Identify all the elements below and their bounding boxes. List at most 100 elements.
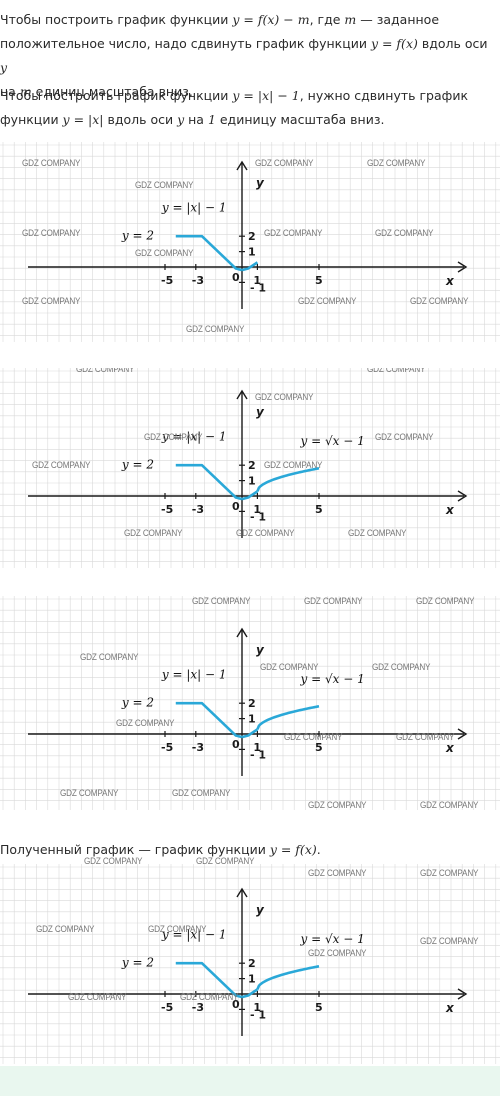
watermark: GDZ COMPANY <box>22 296 81 307</box>
x-tick-label: -3 <box>192 741 204 754</box>
x-axis-label: x <box>445 1001 455 1015</box>
watermark: GDZ COMPANY <box>22 228 81 239</box>
text-run: положительное число, надо сдвинуть графи… <box>0 36 371 51</box>
graph-abs-right <box>241 490 259 501</box>
label-abs: y = |x| − 1 <box>161 668 227 682</box>
watermark: GDZ COMPANY <box>135 180 194 191</box>
text-run: Чтобы построить график функции <box>0 12 233 27</box>
graph-sqrt <box>256 467 320 492</box>
label-sqrt: y = √x − 1 <box>300 672 365 686</box>
text-run: , нужно сдвинуть график <box>299 88 469 103</box>
watermark: GDZ COMPANY <box>420 800 479 810</box>
watermark: GDZ COMPANY <box>124 528 183 539</box>
text-run: вдоль оси <box>103 112 178 127</box>
graph-abs-right <box>241 728 259 739</box>
y-tick-label: - 1 <box>250 281 266 294</box>
x-axis-label: x <box>445 503 455 517</box>
function-graphs: y = √x − 1y = 2y = |x| − 1 <box>121 668 365 739</box>
watermark: GDZ COMPANY <box>148 924 207 935</box>
watermark: GDZ COMPANY <box>22 158 81 169</box>
text-run: функции <box>0 112 63 127</box>
y-tick-label: 1 <box>248 475 256 488</box>
label-sqrt: y = √x − 1 <box>300 434 365 448</box>
watermark: GDZ COMPANY <box>84 856 143 867</box>
x-tick-label: 1 <box>253 274 261 287</box>
math-variable: y <box>0 60 8 75</box>
label-abs: y = |x| − 1 <box>161 201 227 215</box>
watermark: GDZ COMPANY <box>348 528 407 539</box>
graph-const-and-abs <box>175 234 243 272</box>
x-tick-label: 1 <box>253 1001 261 1014</box>
watermark: GDZ COMPANY <box>375 228 434 239</box>
watermark: GDZ COMPANY <box>410 296 469 307</box>
watermark: GDZ COMPANY <box>308 800 367 810</box>
text-run: Чтобы построить график функции <box>0 88 233 103</box>
watermark: GDZ COMPANY <box>375 432 434 443</box>
bottom-strip <box>0 1066 500 1096</box>
origin-label: 0 <box>232 271 240 284</box>
x-tick-label: -5 <box>161 1001 173 1014</box>
watermark: GDZ COMPANY <box>135 248 194 259</box>
grid-lines <box>0 368 500 568</box>
y-tick-label: 2 <box>248 957 256 970</box>
label-sqrt: y = √x − 1 <box>300 932 365 946</box>
x-axis-label: x <box>445 274 455 288</box>
y-axis-label: y <box>256 903 265 917</box>
watermark: GDZ COMPANY <box>76 368 135 375</box>
watermark: GDZ COMPANY <box>255 158 314 169</box>
label-abs: y = |x| − 1 <box>161 928 227 942</box>
x-tick-label: 5 <box>315 741 323 754</box>
watermark: GDZ COMPANY <box>236 528 295 539</box>
graph-const-and-abs <box>175 701 243 739</box>
math-number: 1 <box>207 112 216 127</box>
x-tick-label: 5 <box>315 1001 323 1014</box>
origin-label: 0 <box>232 500 240 513</box>
y-tick-label: 1 <box>248 713 256 726</box>
y-tick-label: 1 <box>248 246 256 259</box>
x-axis-label: x <box>445 741 455 755</box>
x-axis-arrow <box>457 728 468 740</box>
watermark: GDZ COMPANY <box>416 596 475 607</box>
watermark: GDZ COMPANY <box>308 868 367 879</box>
watermark: GDZ COMPANY <box>367 158 426 169</box>
y-tick-label: - 1 <box>250 510 266 523</box>
math-variable: m <box>344 12 357 27</box>
graph-const-and-abs <box>175 961 243 999</box>
math-formula: y = f(x) <box>370 36 418 51</box>
watermark: GDZ COMPANY <box>420 868 479 879</box>
math-variable: y <box>177 112 185 127</box>
watermark: GDZ COMPANY <box>68 992 127 1003</box>
text-run: Полученный график — график функции <box>0 842 270 857</box>
x-axis-arrow <box>457 988 468 1000</box>
y-tick-label: - 1 <box>250 748 266 761</box>
x-tick-label: 5 <box>315 503 323 516</box>
x-tick-label: -3 <box>192 1001 204 1014</box>
watermark: GDZ COMPANY <box>264 228 323 239</box>
watermark: GDZ COMPANY <box>372 662 431 673</box>
watermark: GDZ COMPANY <box>192 596 251 607</box>
watermark: GDZ COMPANY <box>186 324 245 335</box>
x-axis-arrow <box>457 490 468 502</box>
y-tick-label: 1 <box>248 973 256 986</box>
x-tick-label: 1 <box>253 741 261 754</box>
origin-label: 0 <box>232 998 240 1011</box>
y-axis-arrow <box>236 627 248 638</box>
watermark: GDZ COMPANY <box>144 432 203 443</box>
y-tick-label: 2 <box>248 697 256 710</box>
label-abs: y = |x| − 1 <box>161 430 227 444</box>
y-axis-label: y <box>256 405 265 419</box>
graph-abs-right <box>241 988 259 999</box>
function-graphs: y = 2 y = |x| − 1 <box>121 201 259 272</box>
x-tick-label: 5 <box>315 274 323 287</box>
watermark: GDZ COMPANY <box>32 460 91 471</box>
watermark: GDZ COMPANY <box>172 788 231 799</box>
watermark: GDZ COMPANY <box>180 992 239 1003</box>
watermark: GDZ COMPANY <box>396 732 455 743</box>
label-const: y = 2 <box>121 228 154 242</box>
math-formula: y = f(x) − m <box>232 12 310 27</box>
shift-paragraph: Чтобы построить график функции y = |x| −… <box>0 84 496 132</box>
x-tick-label: -5 <box>161 503 173 516</box>
